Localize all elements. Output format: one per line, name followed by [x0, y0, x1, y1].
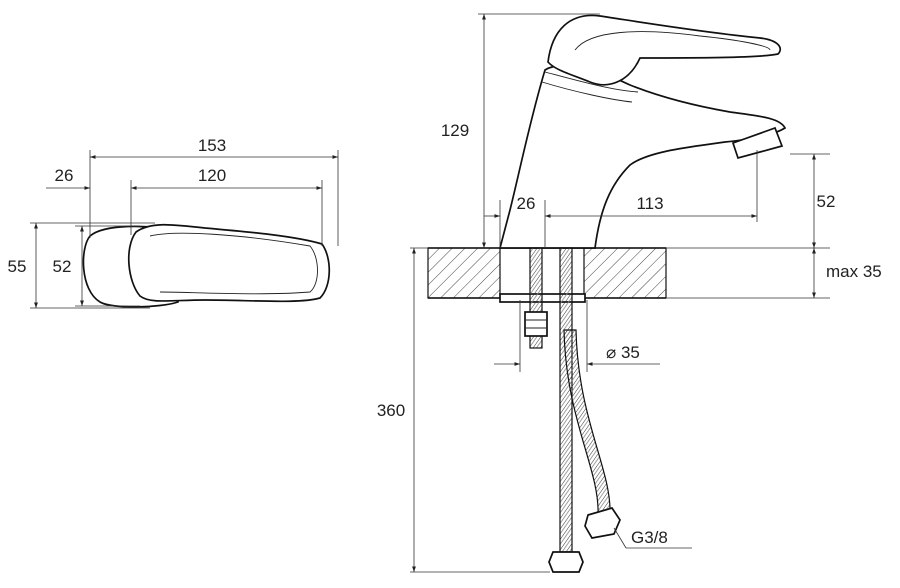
dim-top-overall-width: 153 [198, 136, 226, 155]
dim-top-overall-depth: 55 [8, 257, 27, 276]
hose-nut-bottom [548, 551, 584, 573]
faucet-aerator [731, 126, 784, 160]
faucet-body [498, 65, 787, 249]
faucet-lever [547, 14, 782, 86]
side-view: 129 26 113 52 max 35 ⌀ 35 360 G3/8 [377, 13, 882, 573]
dim-top-handle-depth: 52 [53, 257, 72, 276]
faucet-lever-detail [574, 31, 771, 51]
dim-side-hose-length: 360 [377, 401, 405, 420]
top-view: 153 26 120 55 52 [8, 136, 339, 309]
dim-side-max-thickness: max 35 [826, 262, 882, 281]
top-view-handle-outline [127, 223, 331, 303]
dim-side-base-offset: 26 [517, 194, 536, 213]
label-thread-size: G3/8 [631, 528, 668, 547]
dim-side-hole-diameter: ⌀ 35 [606, 343, 640, 362]
dim-side-spout-reach: 113 [636, 194, 663, 213]
faucet-cartridge-band [544, 71, 639, 93]
countertop-left [427, 247, 501, 299]
hose-straight [559, 247, 573, 553]
dim-side-height: 129 [441, 121, 469, 140]
mounting-nut [524, 311, 548, 337]
countertop-right [583, 247, 667, 299]
dim-side-spout-height-label: 52 [817, 192, 836, 211]
hose-nut-side [584, 507, 621, 539]
top-view-handle-inner [149, 232, 318, 295]
dim-top-offset: 26 [55, 166, 74, 185]
dim-top-handle-length: 120 [198, 166, 226, 185]
